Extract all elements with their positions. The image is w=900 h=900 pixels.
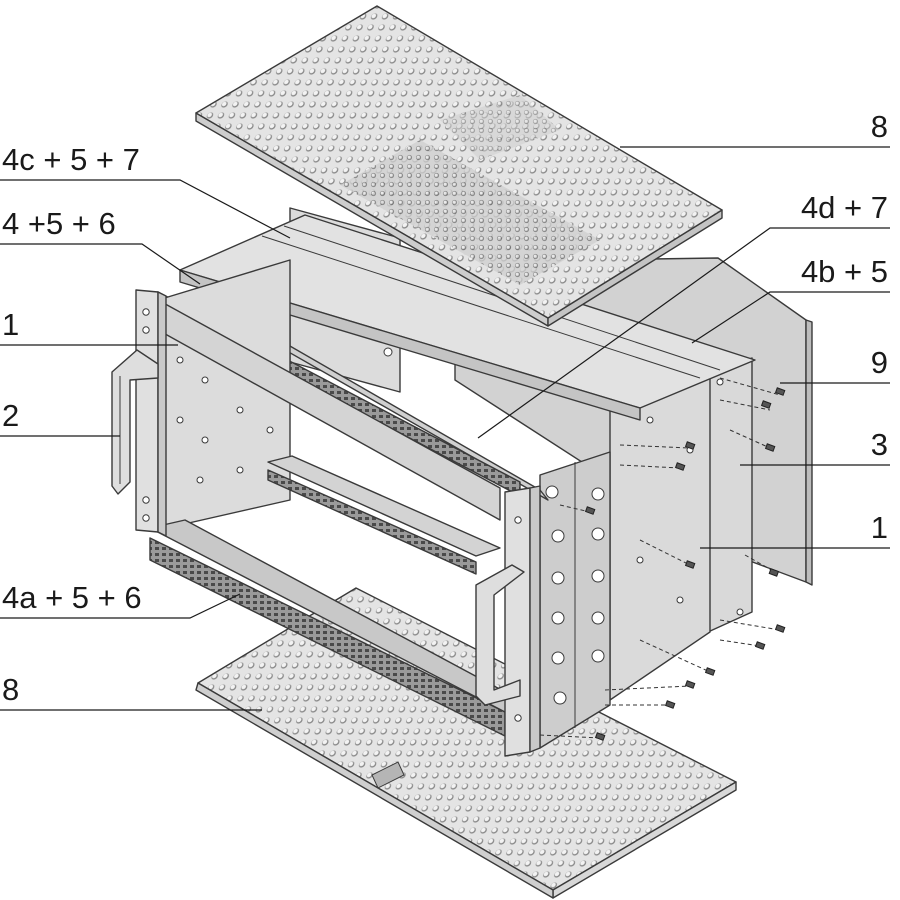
handle-left [111, 349, 159, 495]
bottom-rails [149, 455, 521, 737]
label-side-panel-left: 1 [2, 307, 19, 342]
leader-rear-rail-top [477, 227, 890, 439]
right-front-flange [504, 485, 541, 757]
label-rear-rail: 4b + 5 [801, 254, 888, 289]
label-top-rail-rear: 4c + 5 + 7 [2, 142, 140, 177]
side-panel-rear [707, 357, 753, 633]
handle-right [475, 564, 525, 706]
label-top-rail-front: 4 +5 + 6 [2, 206, 116, 241]
label-bottom-rail-front: 4a + 5 + 6 [2, 580, 142, 615]
label-bottom-cover: 8 [2, 672, 19, 707]
leader-top-rail-front [0, 243, 201, 285]
label-top-cover: 8 [871, 109, 888, 144]
panel-holes [176, 347, 744, 705]
leader-bottom-rail-front [0, 593, 241, 619]
screws-rear [539, 377, 786, 741]
leader-lines [0, 146, 890, 711]
callout-labels: 8 4c + 5 + 7 4 +5 + 6 1 2 4a + 5 + 6 8 4… [2, 109, 888, 707]
leader-top-rail-rear [0, 179, 291, 239]
label-rear-panel: 9 [871, 345, 888, 380]
bottom-cover [195, 587, 737, 899]
label-side-panel-rear: 3 [871, 427, 888, 462]
label-side-panel-right: 1 [871, 510, 888, 545]
top-cover [195, 5, 723, 327]
label-handle: 2 [2, 398, 19, 433]
label-rear-rail-top: 4d + 7 [801, 190, 888, 225]
left-front-flange [135, 289, 167, 537]
leader-rear-rail [691, 291, 890, 344]
